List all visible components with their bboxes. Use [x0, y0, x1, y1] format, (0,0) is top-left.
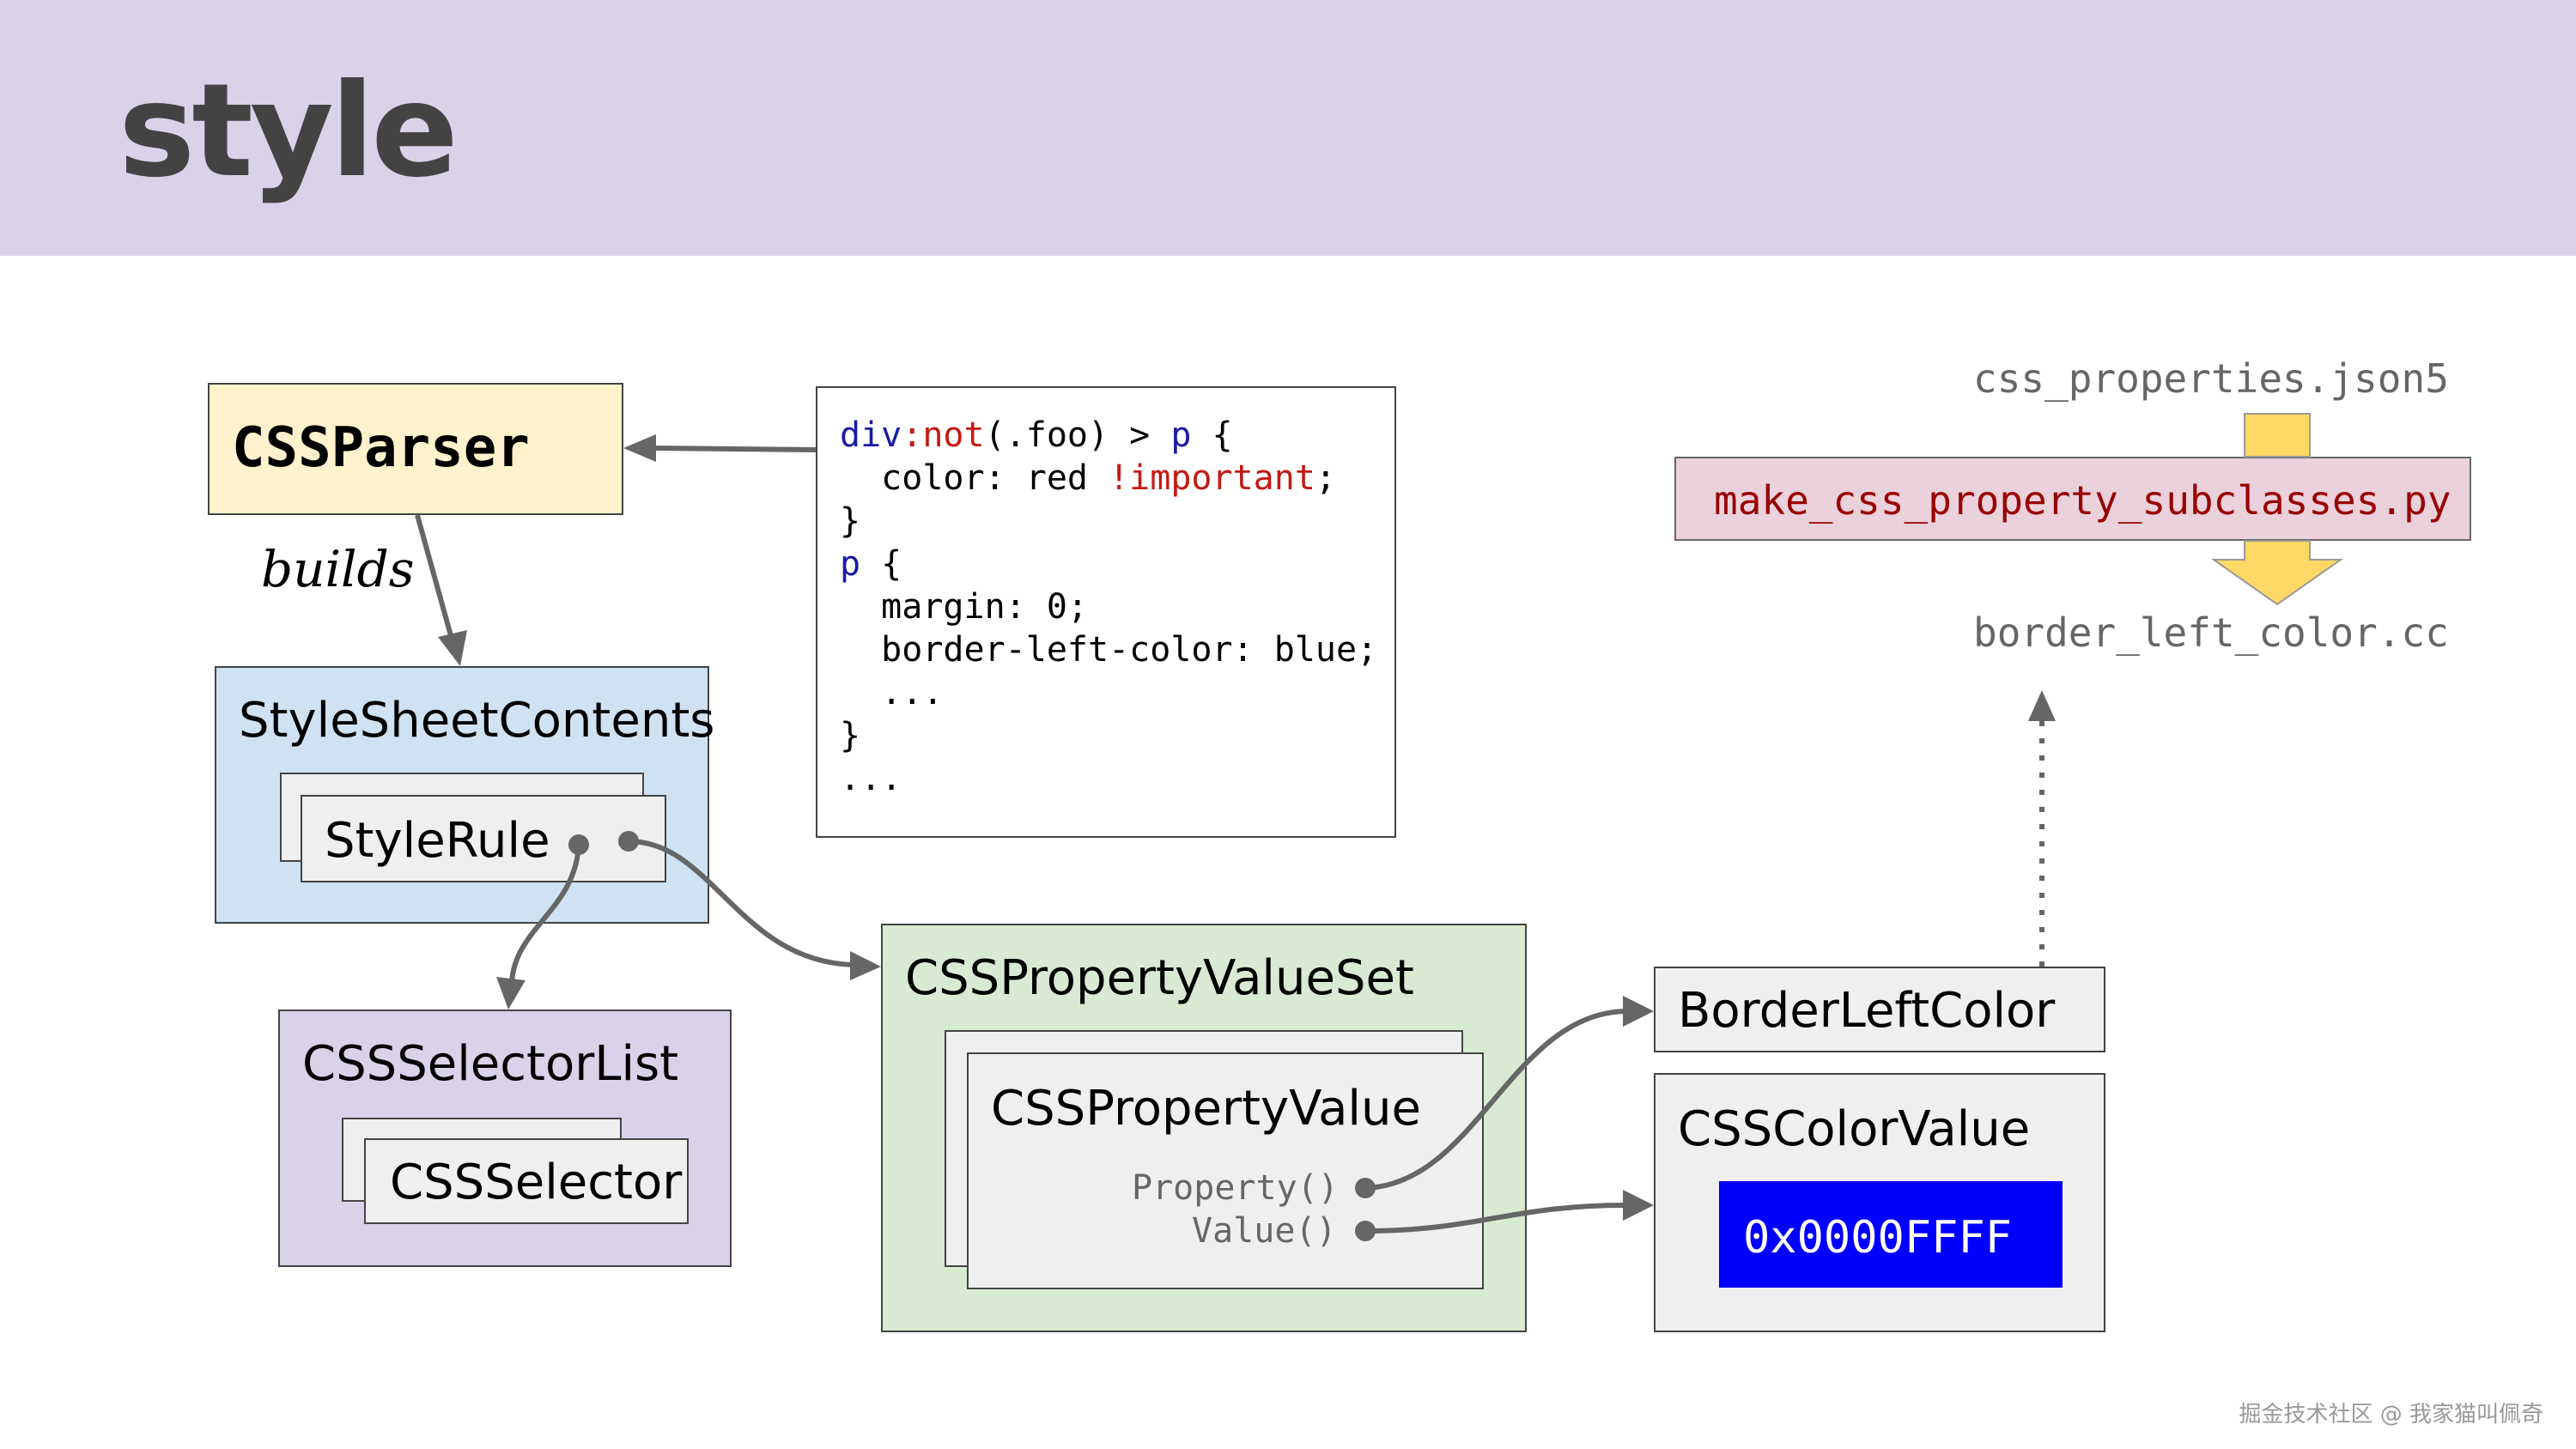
value-method-label: Value() — [1192, 1211, 1337, 1251]
css-parser-label: CSSParser — [232, 416, 530, 480]
css-code-box — [816, 386, 1396, 838]
property-value-box — [967, 1052, 1484, 1289]
slide-header — [0, 0, 2576, 256]
code-brace-close1: } — [840, 501, 861, 541]
arrow-dotted-to-output — [2028, 690, 2056, 967]
color-value-label: CSSColorValue — [1678, 1101, 2031, 1157]
color-hex-label: 0x0000FFFF — [1743, 1212, 2013, 1264]
css-code-block: div:not(.foo) > p { color: red !importan… — [840, 414, 1377, 800]
property-value-set-label: CSSPropertyValueSet — [905, 950, 1414, 1006]
color-hex-swatch — [1719, 1181, 2063, 1288]
selector-box — [364, 1138, 689, 1224]
code-brace-close2: } — [840, 716, 861, 755]
script-label: make_css_property_subclasses.py — [1714, 477, 2451, 524]
border-left-color-label: BorderLeftColor — [1678, 983, 2056, 1039]
code-color: color: red — [840, 458, 1109, 498]
code-semicolon: ; — [1315, 458, 1336, 498]
arrow-builds — [415, 514, 467, 666]
code-p1: p — [1170, 415, 1192, 455]
arrow-code-to-parser — [623, 434, 817, 462]
output-file-label: border_left_color.cc — [1973, 609, 2449, 656]
code-not: :not — [902, 415, 985, 455]
stylerule-label: StyleRule — [325, 813, 550, 869]
code-ellipsis-outer: ... — [840, 759, 902, 798]
arrow-rule-to-selector — [496, 834, 589, 1009]
code-border-left: border-left-color: blue; — [840, 630, 1378, 670]
code-foo: (.foo) > — [984, 415, 1171, 455]
watermark: 掘金技术社区 @ 我家猫叫佩奇 — [2239, 1402, 2543, 1428]
code-important: !important — [1109, 458, 1315, 498]
arrow-value-to-colorvalue — [1355, 1190, 1654, 1241]
slide-title: style — [118, 57, 459, 206]
code-brace-open2: { — [860, 544, 902, 584]
border-left-color-box — [1654, 967, 2105, 1052]
arrow-rule-to-propertyset — [618, 831, 881, 980]
code-brace-open1: { — [1191, 415, 1233, 455]
property-value-label: CSSPropertyValue — [991, 1081, 1421, 1137]
code-p2: p — [840, 544, 861, 584]
css-parser-box — [208, 383, 623, 515]
source-file-label: css_properties.json5 — [1973, 355, 2449, 402]
selector-list-label: CSSSelectorList — [302, 1036, 679, 1092]
stylesheet-contents-label: StyleSheetContents — [239, 693, 715, 749]
arrow-property-to-borderleftcolor — [1355, 996, 1654, 1198]
property-method-label: Property() — [1132, 1168, 1339, 1208]
code-ellipsis-inner: ... — [840, 673, 944, 712]
pipeline-arrow-bottom — [2210, 540, 2344, 606]
script-box — [1674, 457, 2471, 541]
code-margin: margin: 0; — [840, 587, 1088, 627]
stylerule-box — [301, 795, 666, 882]
pipeline-arrow-top — [2244, 413, 2311, 458]
builds-label: builds — [261, 540, 415, 598]
selector-label: CSSSelector — [390, 1155, 683, 1210]
code-div: div — [840, 415, 902, 455]
